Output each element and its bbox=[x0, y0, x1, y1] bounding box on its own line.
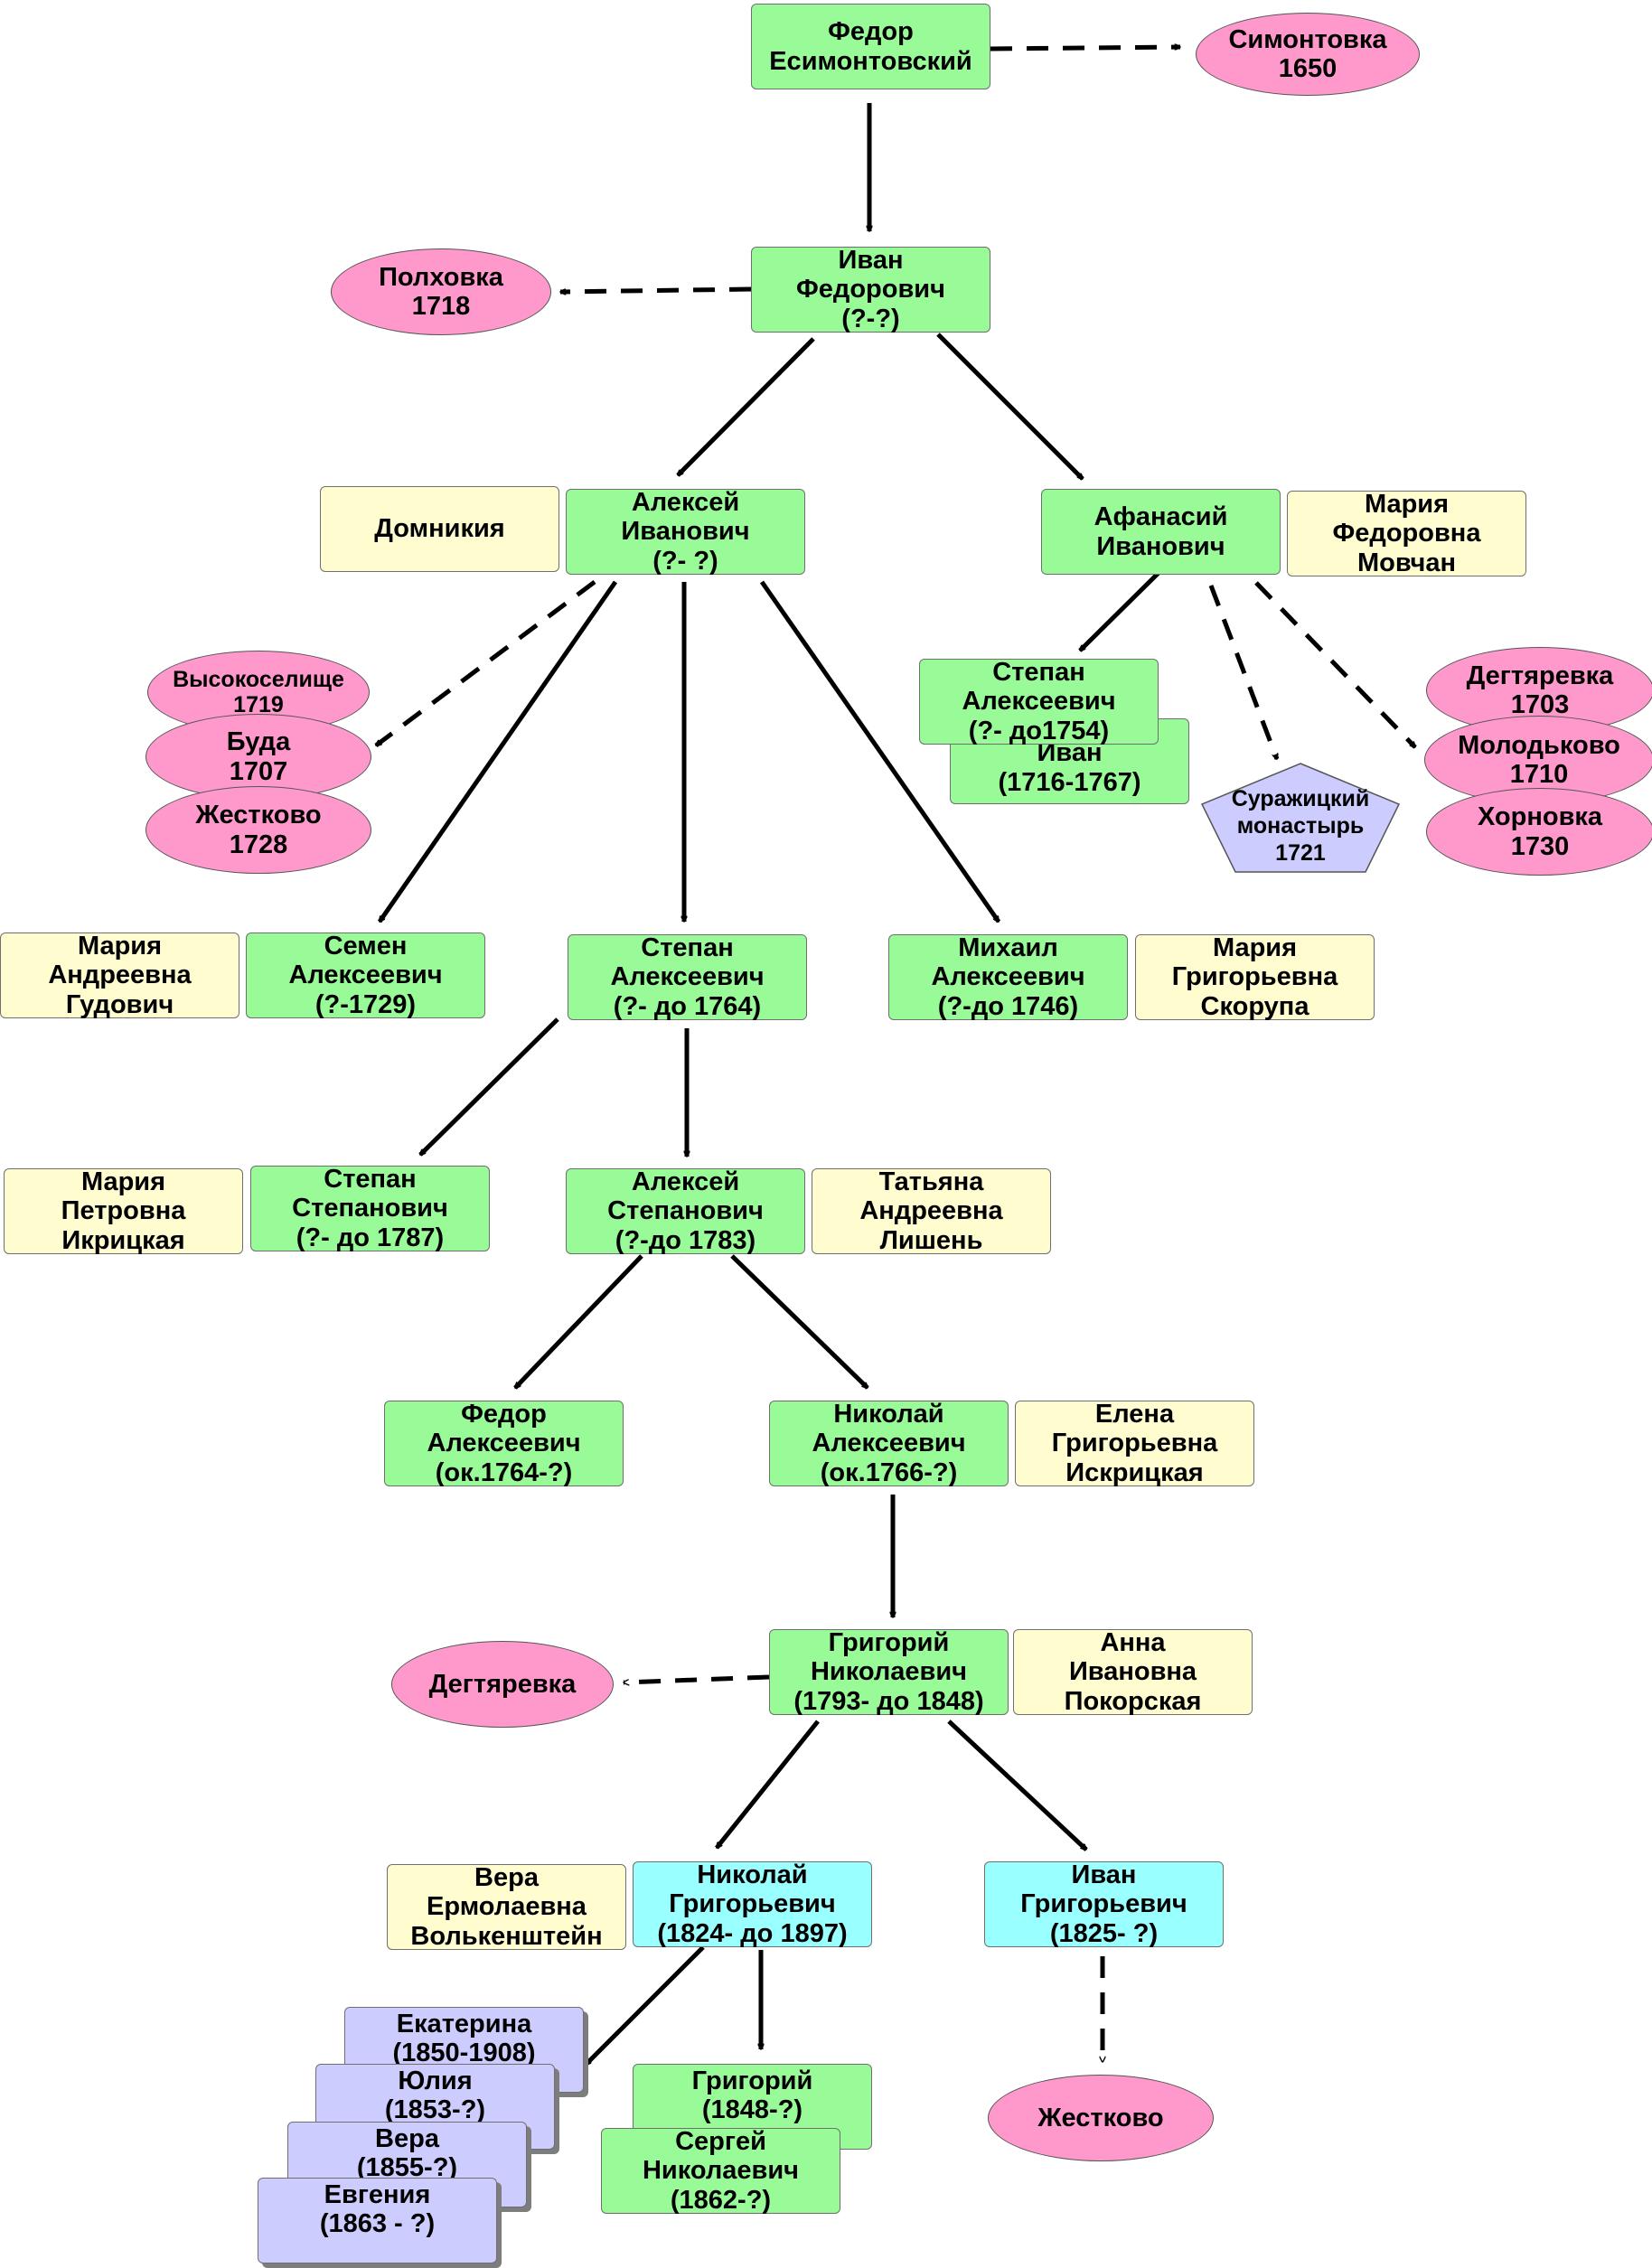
edge-afanasiy-places bbox=[1254, 581, 1417, 749]
edge-grigoriy-nikolay bbox=[715, 1720, 820, 1848]
edge-aleksey-fedor bbox=[513, 1254, 643, 1390]
node-aleksey-ivanovich: Алексей Иванович (?- ?) bbox=[566, 488, 805, 576]
node-zhestkovo-1728: Жестково 1728 bbox=[145, 786, 371, 874]
node-ivan-grigorievich: Иван Григорьевич (1825- ?) bbox=[984, 1860, 1224, 1948]
node-zhestkovo: Жестково bbox=[988, 2075, 1214, 2161]
edge-ivan-aleksey bbox=[676, 337, 815, 477]
edge-ivan-afanasiy bbox=[936, 333, 1084, 481]
node-maria-ikritskaya: Мария Петровна Икрицкая bbox=[4, 1167, 243, 1255]
node-aleksey-stepanovich: Алексей Степанович (?-до 1783) bbox=[566, 1167, 805, 1255]
edge-fedor-simontovka bbox=[990, 47, 1180, 52]
node-stepan-alekseevich-1764: Степан Алексеевич (?- до 1764) bbox=[568, 933, 807, 1021]
node-fedor-alekseevich: Федор Алексеевич (ок.1764-?) bbox=[384, 1400, 624, 1487]
node-stepan-alekseevich-1754: Степан Алексеевич (?- до1754) bbox=[919, 658, 1159, 745]
node-maria-gudovich: Мария Андреевна Гудович bbox=[0, 932, 239, 1019]
node-tatyana-lishen: Татьяна Андреевна Лишень bbox=[812, 1167, 1051, 1255]
edge-grigoriy-ivan bbox=[947, 1720, 1088, 1851]
node-maria-movchan: Мария Федоровна Мовчан bbox=[1287, 490, 1526, 577]
node-nikolay-grigorievich: Николай Григорьевич (1824- до 1897) bbox=[633, 1860, 872, 1948]
edge-aleksey-places bbox=[376, 579, 596, 748]
edge-nikolay-daughters bbox=[584, 1945, 705, 2067]
node-afanasiy-ivanovich: Афанасий Иванович bbox=[1041, 489, 1281, 575]
node-fedor-esimontovsky: Федор Есимонтовский bbox=[751, 4, 990, 89]
edge-aleksey-nikolay bbox=[730, 1254, 869, 1390]
node-degtyarevka: Дегтяревка bbox=[391, 1641, 614, 1728]
node-sergey-nikolaevich: Сергей Николаевич (1862-?) bbox=[601, 2127, 840, 2215]
node-polhovka: Полховка 1718 bbox=[331, 248, 551, 335]
surazh-monastery-pentagon bbox=[1200, 763, 1401, 873]
node-elena-iskritskaya: Елена Григорьевна Искрицкая bbox=[1015, 1400, 1254, 1487]
edge-aleksey-mikhail bbox=[759, 580, 1001, 922]
node-surazh-monastery: Суражицкий монастырь 1721 bbox=[1231, 786, 1370, 866]
edge-aleksey-semen bbox=[377, 580, 618, 922]
node-nikolay-alekseevich: Николай Алексеевич (ок.1766-?) bbox=[769, 1400, 1009, 1487]
edge-afanasiy-stepan bbox=[1078, 571, 1160, 652]
node-evgeniya: Евгения (1863 - ?) bbox=[258, 2178, 497, 2263]
node-simontovka: Симонтовка 1650 bbox=[1196, 13, 1420, 96]
edge-afanasiy-surazh bbox=[1208, 585, 1280, 759]
node-stepan-stepanovich: Степан Степанович (?- до 1787) bbox=[250, 1165, 490, 1252]
edge-stepan-stepan bbox=[418, 1017, 559, 1157]
node-ivan-fedorovich: Иван Федорович (?-?) bbox=[751, 246, 990, 333]
edge-ivan-polhovka bbox=[560, 286, 752, 292]
node-vera-volkenshteyn: Вера Ермолаевна Волькенштейн bbox=[387, 1863, 626, 1951]
node-maria-skorupa: Мария Григорьевна Скорупа bbox=[1135, 933, 1375, 1021]
node-grigoriy-nikolaevich: Григорий Николаевич (1793- до 1848) bbox=[769, 1628, 1009, 1716]
edge-grigoriy-degtyarevka bbox=[624, 1674, 770, 1682]
node-semen-alekseevich: Семен Алексеевич (?-1729) bbox=[246, 932, 485, 1019]
node-anna-pokorskaya: Анна Ивановна Покорская bbox=[1013, 1628, 1253, 1716]
node-hornovka: Хорновка 1730 bbox=[1426, 788, 1652, 876]
node-domnikiya: Домникия bbox=[320, 486, 559, 572]
node-mikhail-alekseevich: Михаил Алексеевич (?-до 1746) bbox=[888, 933, 1128, 1021]
